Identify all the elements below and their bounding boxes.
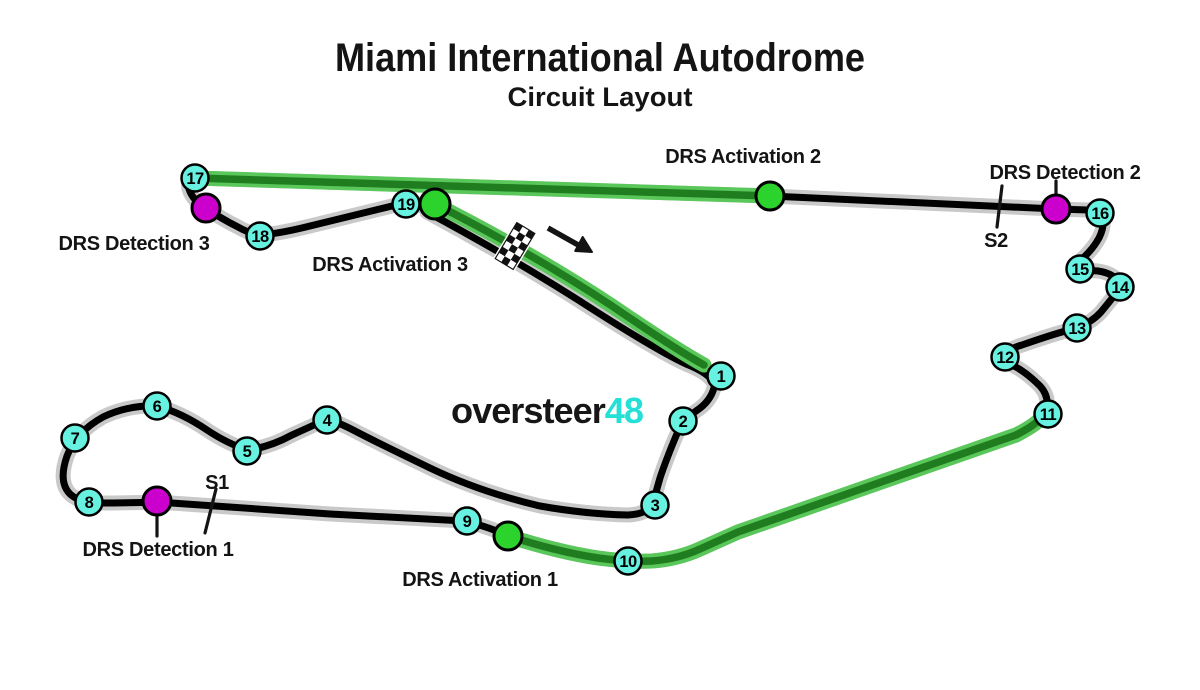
turn-marker-8: 8 (74, 487, 104, 517)
turn-marker-7: 7 (60, 423, 90, 453)
drs-zone-1 (500, 407, 1052, 569)
map-label: DRS Detection 1 (82, 539, 233, 561)
turn-marker-4: 4 (312, 405, 342, 435)
map-label: S1 (205, 472, 229, 494)
turn-marker-16: 16 (1085, 198, 1115, 228)
turn-marker-3: 3 (640, 490, 670, 520)
turn-marker-9: 9 (452, 506, 482, 536)
drs-activation-dot (754, 180, 786, 212)
turn-marker-1: 1 (706, 361, 736, 391)
turn-number: 15 (1071, 261, 1089, 279)
turn-marker-15: 15 (1065, 254, 1095, 284)
turn-marker-14: 14 (1105, 272, 1135, 302)
turn-marker-10: 10 (613, 546, 643, 576)
map-label: DRS Activation 3 (312, 254, 468, 276)
map-label: DRS Activation 1 (402, 569, 558, 591)
page-title: Miami International Autodrome (335, 36, 865, 80)
turn-number: 5 (243, 443, 252, 461)
turn-marker-11: 11 (1033, 399, 1063, 429)
turn-number: 11 (1040, 406, 1057, 424)
drs-detection-dot (141, 485, 173, 517)
turn-number: 9 (463, 513, 472, 531)
page-subtitle: Circuit Layout (508, 82, 693, 112)
turn-number: 7 (71, 430, 80, 448)
turn-number: 17 (186, 170, 204, 188)
sector-1-tick (203, 487, 218, 535)
turn-marker-19: 19 (391, 189, 421, 219)
turn-number: 12 (996, 349, 1014, 367)
sector-2-tick (995, 184, 1004, 229)
map-label: DRS Activation 2 (665, 146, 821, 168)
turn-number: 18 (251, 228, 269, 246)
turn-marker-13: 13 (1062, 313, 1092, 343)
watermark: oversteer48 (451, 390, 643, 431)
turn-number: 8 (85, 494, 94, 512)
turn-number: 19 (397, 196, 415, 214)
map-label: S2 (984, 230, 1008, 252)
drs-activation-dot (418, 187, 452, 221)
watermark-brand: oversteer (451, 390, 606, 431)
turn-marker-6: 6 (142, 391, 172, 421)
turn-number: 13 (1068, 320, 1086, 338)
turn-marker-18: 18 (245, 221, 275, 251)
drs-zone-3 (429, 197, 712, 373)
turn-number: 6 (153, 398, 162, 416)
map-label: DRS Detection 3 (58, 233, 209, 255)
turn-number: 1 (717, 368, 726, 386)
watermark-number: 48 (605, 390, 643, 431)
turn-number: 4 (323, 412, 333, 430)
turn-number: 10 (619, 553, 637, 571)
drs-zone-2 (187, 170, 778, 204)
turn-number: 2 (679, 413, 688, 431)
track-surface (59, 174, 1123, 565)
drs-detection-dot (1040, 193, 1072, 225)
start-finish-flag (492, 219, 538, 273)
drs-activation-dot (492, 520, 524, 552)
turn-number: 14 (1111, 279, 1130, 297)
turn-marker-12: 12 (990, 342, 1020, 372)
turn-number: 3 (651, 497, 660, 515)
direction-arrow-icon (546, 225, 593, 253)
map-label: DRS Detection 2 (989, 162, 1140, 184)
turn-marker-2: 2 (668, 406, 698, 436)
turn-marker-17: 17 (180, 163, 210, 193)
turn-marker-5: 5 (232, 436, 262, 466)
drs-detection-dot (190, 192, 222, 224)
turn-number: 16 (1091, 205, 1109, 223)
